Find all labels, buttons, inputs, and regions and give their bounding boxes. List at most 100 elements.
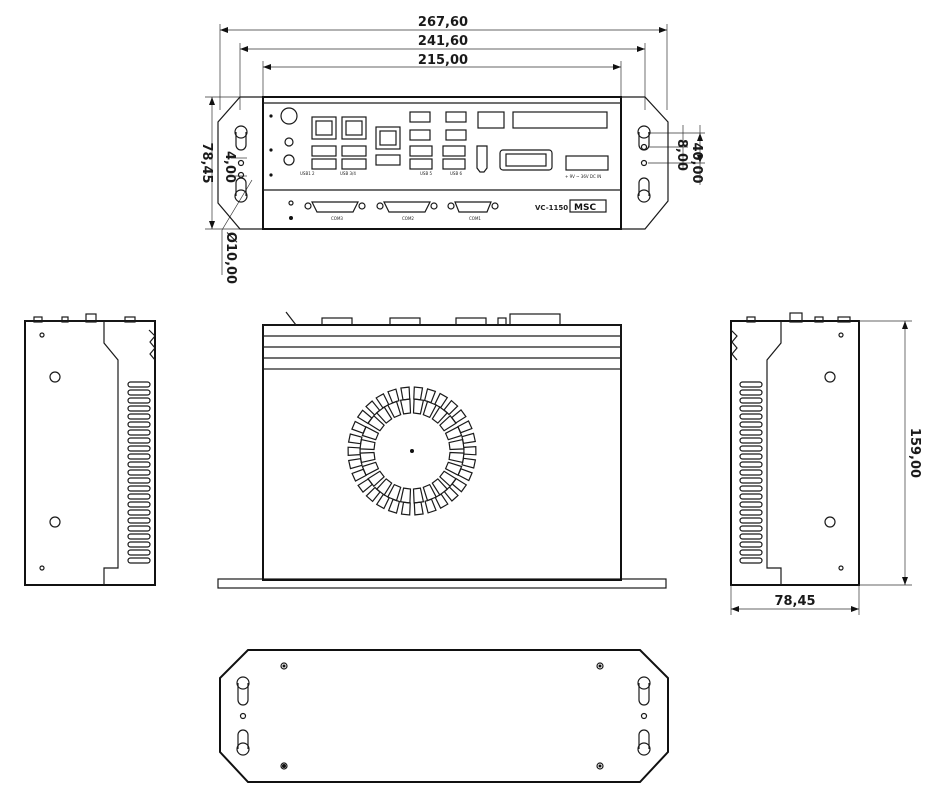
fan-blade-cell [424,498,437,514]
vent-slots-right [739,381,763,564]
fan-blade-cell [400,386,411,401]
vent-slot [739,413,763,420]
usb-port-icon [341,145,367,157]
vent-slot [739,429,763,436]
dimension-overall-width: 267,60 [219,15,668,110]
svg-text:COM2: COM2 [402,216,414,221]
hdmi-port-icon [476,145,488,173]
hole-diameter-label: Ø10,00 [223,232,238,284]
fan-blade-cell [451,477,468,493]
fan-grille-icon [347,386,477,516]
terminal-block-icon [477,111,505,129]
vent-slot [127,501,151,508]
vent-slot [127,533,151,540]
fan-blade-cell [413,386,424,401]
svg-text:+ 9V ~ 36V DC IN: + 9V ~ 36V DC IN [565,174,601,179]
mounting-plate-outline [217,96,669,230]
hole-spacing-large-label: 40,00 [689,142,704,183]
vent-slot [739,533,763,540]
fan-blade-cell [457,420,473,434]
dimension-hole-diameter: Ø10,00 [221,179,253,284]
svg-text:COM3: COM3 [331,216,343,221]
side-width-label: 78,45 [774,594,815,609]
power-button-icon [280,107,298,125]
vent-slot [739,541,763,548]
dimension-mount-width: 241,60 [239,34,646,110]
fan-blade-cell [448,451,465,464]
fan-blade-cell [423,388,437,404]
fan-blade-cell [365,400,381,416]
vent-slot [739,445,763,452]
vent-slot [127,469,151,476]
fan-blade-cell [448,438,465,451]
fan-blade-cell [412,398,425,415]
keyhole-slot-bottom-right [637,676,651,756]
vent-slot [739,485,763,492]
fan-blade-cell [412,487,425,504]
chassis-front [262,96,622,230]
fan-blade-cell [351,420,367,434]
usb-port-icon [409,158,433,170]
depth-label: 159,00 [907,428,922,478]
overall-width-label: 267,60 [418,15,468,30]
dvi-port-icon [499,149,553,171]
vent-slot [739,509,763,516]
vent-slot [127,445,151,452]
usb-port-icon [409,145,433,157]
lan-port-icon [375,126,401,150]
fan-blade-cell [357,478,374,493]
dimension-depth: 159,00 [859,320,922,586]
fan-blade-cell [351,468,367,482]
keyhole-slot-right [637,125,651,203]
lan-port-icon [311,116,337,140]
vent-slot [127,541,151,548]
fan-blade-cell [375,392,390,409]
fan-blade-cell [443,399,459,416]
vent-slot [127,429,151,436]
usb-port-icon [375,154,401,166]
vent-slot [127,437,151,444]
fan-blade-cell [461,457,477,469]
dio-terminal-icon [512,111,608,129]
lan-port-icon [341,116,367,140]
vent-slot [127,509,151,516]
model-label: VC-1150 [535,204,568,212]
vent-slot [739,477,763,484]
fan-blade-cell [400,501,411,516]
usb-port-icon [341,158,367,170]
side-view-right: 159,00 78,45 [730,312,922,615]
hole-spacing-small-label: 8,00 [674,139,689,171]
dimension-hole-spacing: 8,00 40,00 [648,125,705,185]
hole-offset-label: 4,00 [222,151,237,183]
vent-slot [127,413,151,420]
vent-slot [127,381,151,388]
fan-blade-cell [375,493,390,510]
bottom-plate [219,649,669,783]
svg-text:USB1 2: USB1 2 [300,171,315,176]
vent-slot [739,405,763,412]
vent-slot [739,525,763,532]
com-ports: COM3 COM2 COM1 [288,200,499,221]
svg-text:USB 6: USB 6 [450,171,462,176]
vent-slot [127,525,151,532]
fan-blade-cell [461,432,477,444]
vent-slot [739,493,763,500]
vent-slot [127,549,151,556]
height-label: 78,45 [199,142,214,183]
power-led-icon [284,137,294,147]
vent-slot [127,389,151,396]
dimension-side-width: 78,45 [730,585,860,615]
usb-port-icon [442,158,466,170]
fan-blade-cell [399,487,412,504]
vent-slot [739,397,763,404]
mount-width-label: 241,60 [418,34,468,49]
dimension-height: 78,45 4,00 [199,96,265,230]
fan-blade-cell [444,425,463,441]
fan-blade-cell [463,445,477,456]
fan-blade-cell [387,498,401,514]
vent-slot [739,517,763,524]
vent-slot [127,493,151,500]
vent-slot [739,437,763,444]
fan-blade-cell [457,468,473,482]
vent-slot [127,477,151,484]
